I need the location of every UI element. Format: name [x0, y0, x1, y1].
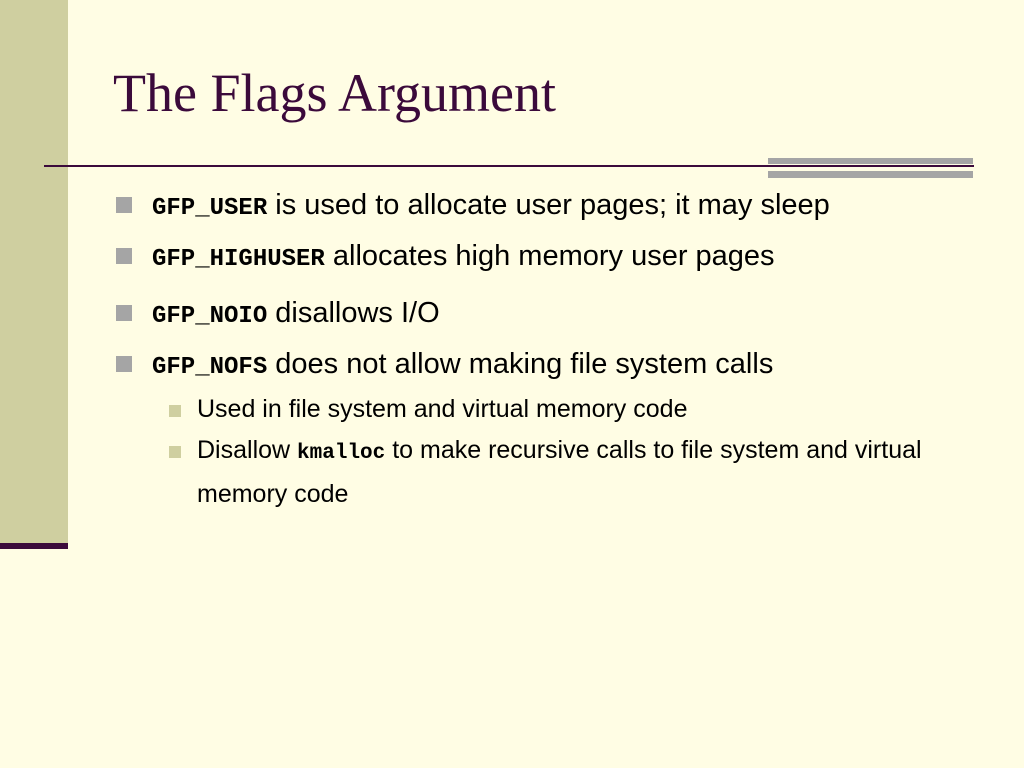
sub-bullet-text-before: Disallow: [197, 436, 298, 464]
decorative-gray-bars: [768, 158, 973, 178]
code-term: GFP_NOIO: [152, 303, 268, 330]
left-decorative-band: [0, 0, 68, 544]
sub-bullet-text-after: to make recursive calls to file system a…: [197, 436, 922, 508]
sub-bullet-kmalloc: Disallow kmalloc to make recursive calls…: [113, 430, 973, 515]
bullet-gfp-noio: GFP_NOIO disallows I/O: [113, 292, 973, 338]
code-term: kmalloc: [297, 442, 386, 465]
square-bullet-icon: [116, 305, 132, 321]
bullet-gfp-highuser: GFP_HIGHUSER allocates high memory user …: [113, 235, 973, 281]
bullet-text: is used to allocate user pages; it may s…: [267, 189, 830, 221]
title-divider-line: [44, 165, 974, 167]
code-term: GFP_HIGHUSER: [152, 246, 325, 273]
gfp-nofs-sub-list: Used in file system and virtual memory c…: [113, 389, 973, 515]
square-bullet-icon: [116, 356, 132, 372]
square-sub-bullet-icon: [169, 446, 181, 458]
sub-bullet-text: Used in file system and virtual memory c…: [197, 395, 688, 423]
bullet-gfp-nofs: GFP_NOFS does not allow making file syst…: [113, 343, 973, 389]
bullet-gfp-user: GFP_USER is used to allocate user pages;…: [113, 184, 973, 230]
code-term: GFP_NOFS: [152, 354, 268, 381]
bullet-text: disallows I/O: [267, 297, 440, 329]
bullet-text: does not allow making file system calls: [267, 348, 774, 380]
square-sub-bullet-icon: [169, 405, 181, 417]
square-bullet-icon: [116, 248, 132, 264]
left-band-underline: [0, 543, 68, 549]
square-bullet-icon: [116, 197, 132, 213]
sub-bullet-usage: Used in file system and virtual memory c…: [113, 389, 973, 430]
slide-content: GFP_USER is used to allocate user pages;…: [113, 184, 973, 515]
slide-title: The Flags Argument: [113, 63, 556, 123]
bullet-text: allocates high memory user pages: [324, 240, 775, 272]
code-term: GFP_USER: [152, 195, 268, 222]
